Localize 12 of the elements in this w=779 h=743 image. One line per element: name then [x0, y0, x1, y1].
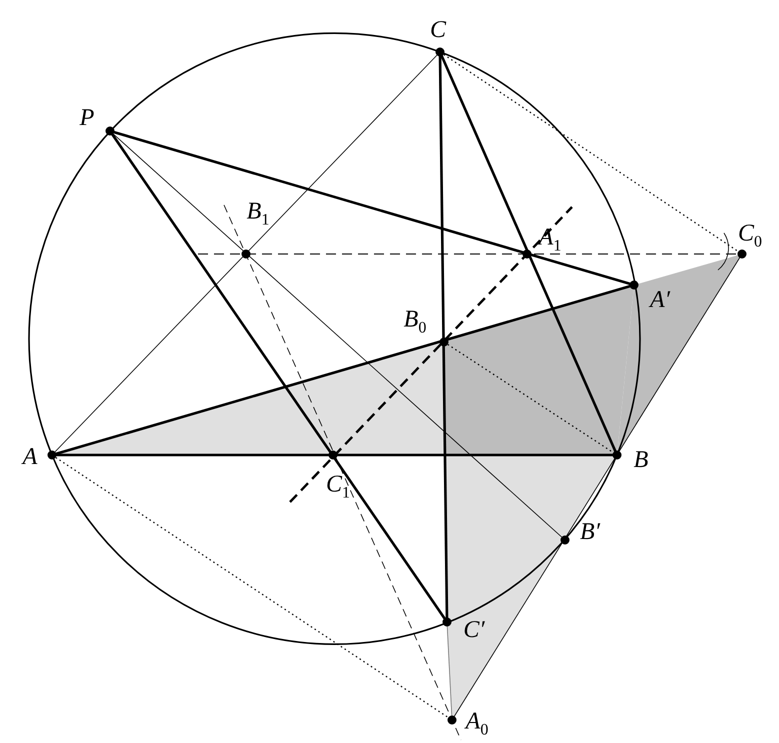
point-label: A$_{0}$	[466, 710, 488, 738]
point-label: B$_{0}$	[404, 308, 426, 336]
point-label: C′	[463, 618, 485, 642]
point-label: B$_{1}$	[246, 200, 270, 228]
point-label: A′	[650, 288, 670, 312]
point-label: B′	[580, 520, 600, 544]
point-label: C$_{0}$	[738, 222, 762, 250]
point-label: B	[634, 448, 648, 472]
point-label: C	[430, 18, 446, 42]
point-label: P	[80, 106, 94, 130]
point-label: A	[22, 445, 38, 469]
point-label: C$_{1}$	[326, 472, 350, 502]
